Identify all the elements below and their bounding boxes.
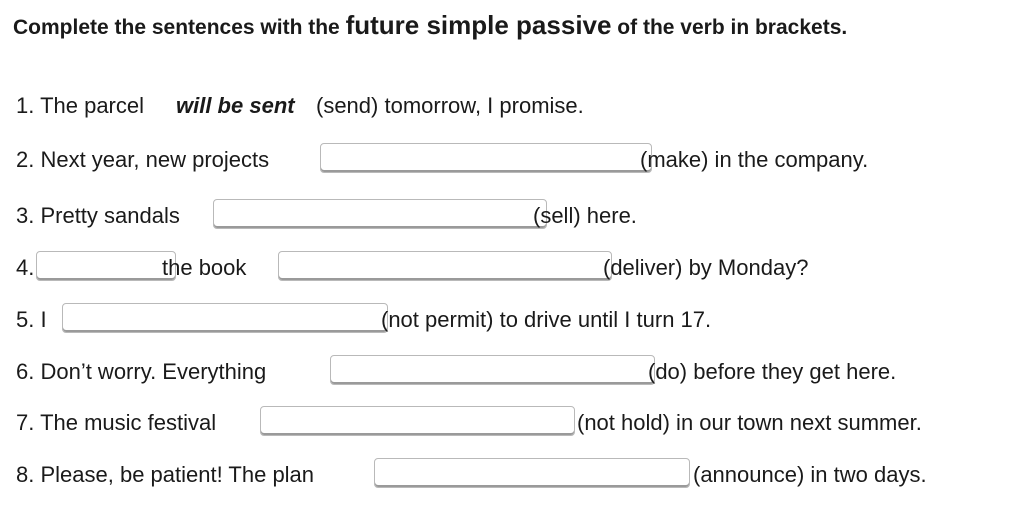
instruction-text-start: Complete the sentences with the [13, 16, 346, 39]
sentence-1-suffix: (send) tomorrow, I promise. [316, 93, 584, 118]
sentence-2-prefix: 2. Next year, new projects [16, 147, 270, 172]
sentence-4-answer-field-2[interactable] [278, 251, 612, 281]
sentence-8-prefix: 8. Please, be patient! The plan [16, 462, 315, 487]
sentence-7-suffix: (not hold) in our town next summer. [577, 410, 922, 435]
sentence-6-suffix: (do) before they get here. [648, 359, 897, 384]
sentence-3-suffix: (sell) here. [533, 203, 637, 228]
sentence-4-answer-field-1[interactable] [36, 251, 176, 281]
instruction-heading: Complete the sentences with the future s… [13, 10, 847, 41]
instruction-text-end: of the verb in brackets. [611, 16, 848, 39]
sentence-3-answer-field[interactable] [213, 199, 547, 229]
sentence-3-prefix: 3. Pretty sandals [16, 203, 180, 228]
sentence-8-suffix: (announce) in two days. [693, 462, 927, 487]
sentence-5-answer-field[interactable] [62, 303, 388, 333]
sentence-2-answer-field[interactable] [320, 143, 652, 173]
sentence-4-middle: the book [162, 255, 247, 280]
sentence-5-suffix: (not permit) to drive until I turn 17. [381, 307, 712, 332]
sentence-5-prefix: 5. I [16, 307, 47, 332]
instruction-emphasis: future simple passive [345, 10, 612, 40]
sentence-4-prefix: 4. [16, 255, 35, 280]
sentence-6-prefix: 6. Don’t worry. Everything [16, 359, 267, 384]
sentence-7-prefix: 7. The music festival [16, 410, 217, 435]
sentence-2-suffix: (make) in the company. [640, 147, 869, 172]
sentence-8-answer-field[interactable] [374, 458, 690, 488]
sentence-4-suffix: (deliver) by Monday? [603, 255, 809, 280]
sentence-6-answer-field[interactable] [330, 355, 655, 385]
sentence-7-answer-field[interactable] [260, 406, 575, 436]
sentence-1-prefix: 1. The parcel [16, 93, 145, 118]
sentence-1-example-answer: will be sent [176, 93, 295, 118]
